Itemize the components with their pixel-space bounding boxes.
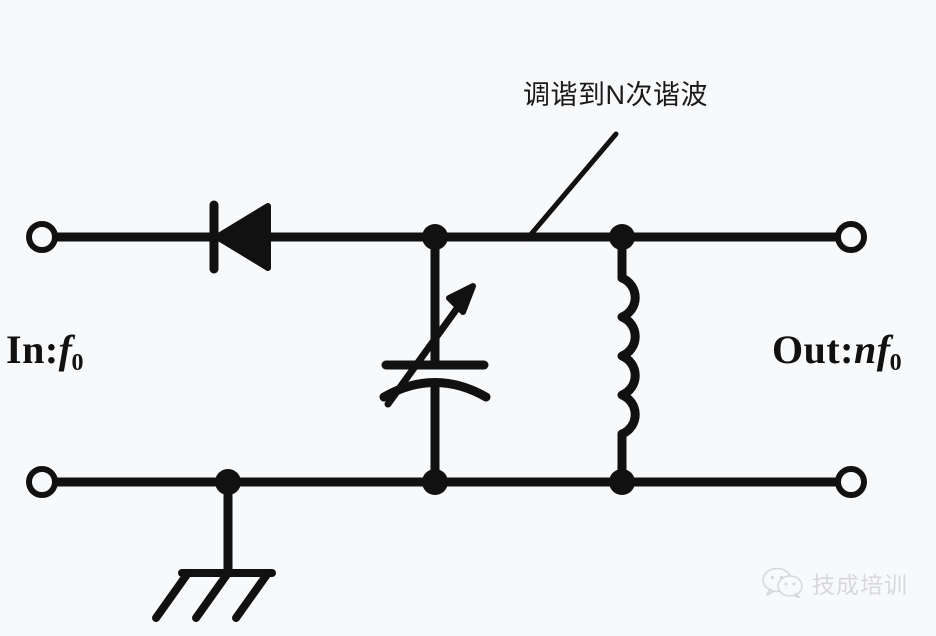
- diode-anode-triangle: [214, 203, 271, 271]
- output-port-label: Out:nf0: [772, 330, 902, 375]
- junction-bottom-inductor: [609, 469, 635, 495]
- input-terminal-top[interactable]: [26, 221, 58, 253]
- output-terminal-top[interactable]: [835, 221, 867, 253]
- input-port-prefix: In:: [6, 327, 59, 372]
- input-port-variable: f: [58, 327, 73, 372]
- output-port-subscript: 0: [889, 349, 903, 376]
- output-port-variable: f: [876, 327, 891, 372]
- capacitor-variable-arrow-head: [446, 283, 476, 315]
- annotation-leader-line: [524, 131, 619, 242]
- watermark: 技成培训: [762, 566, 908, 600]
- ground-hatch-3: [232, 569, 272, 622]
- output-terminal-bottom[interactable]: [835, 466, 867, 498]
- output-port-coefficient: n: [854, 327, 877, 372]
- junction-top-inductor: [609, 224, 635, 250]
- tuning-annotation-label: 调谐到N次谐波: [523, 80, 708, 110]
- capacitor-variable-arrow-shaft: [384, 292, 470, 408]
- input-port-label: In:f0: [6, 330, 84, 375]
- junction-top-capacitor: [422, 224, 448, 250]
- input-port-subscript: 0: [71, 349, 84, 376]
- output-port-prefix: Out:: [772, 327, 854, 372]
- wechat-icon: [762, 568, 803, 598]
- watermark-text: 技成培训: [812, 572, 908, 598]
- junction-bottom-ground: [215, 469, 241, 495]
- input-terminal-bottom[interactable]: [26, 466, 58, 498]
- ground-hatch-1: [152, 569, 192, 622]
- junction-bottom-capacitor: [422, 469, 448, 495]
- ground-hatch-2: [192, 569, 232, 622]
- inductor-coil: [617, 273, 640, 439]
